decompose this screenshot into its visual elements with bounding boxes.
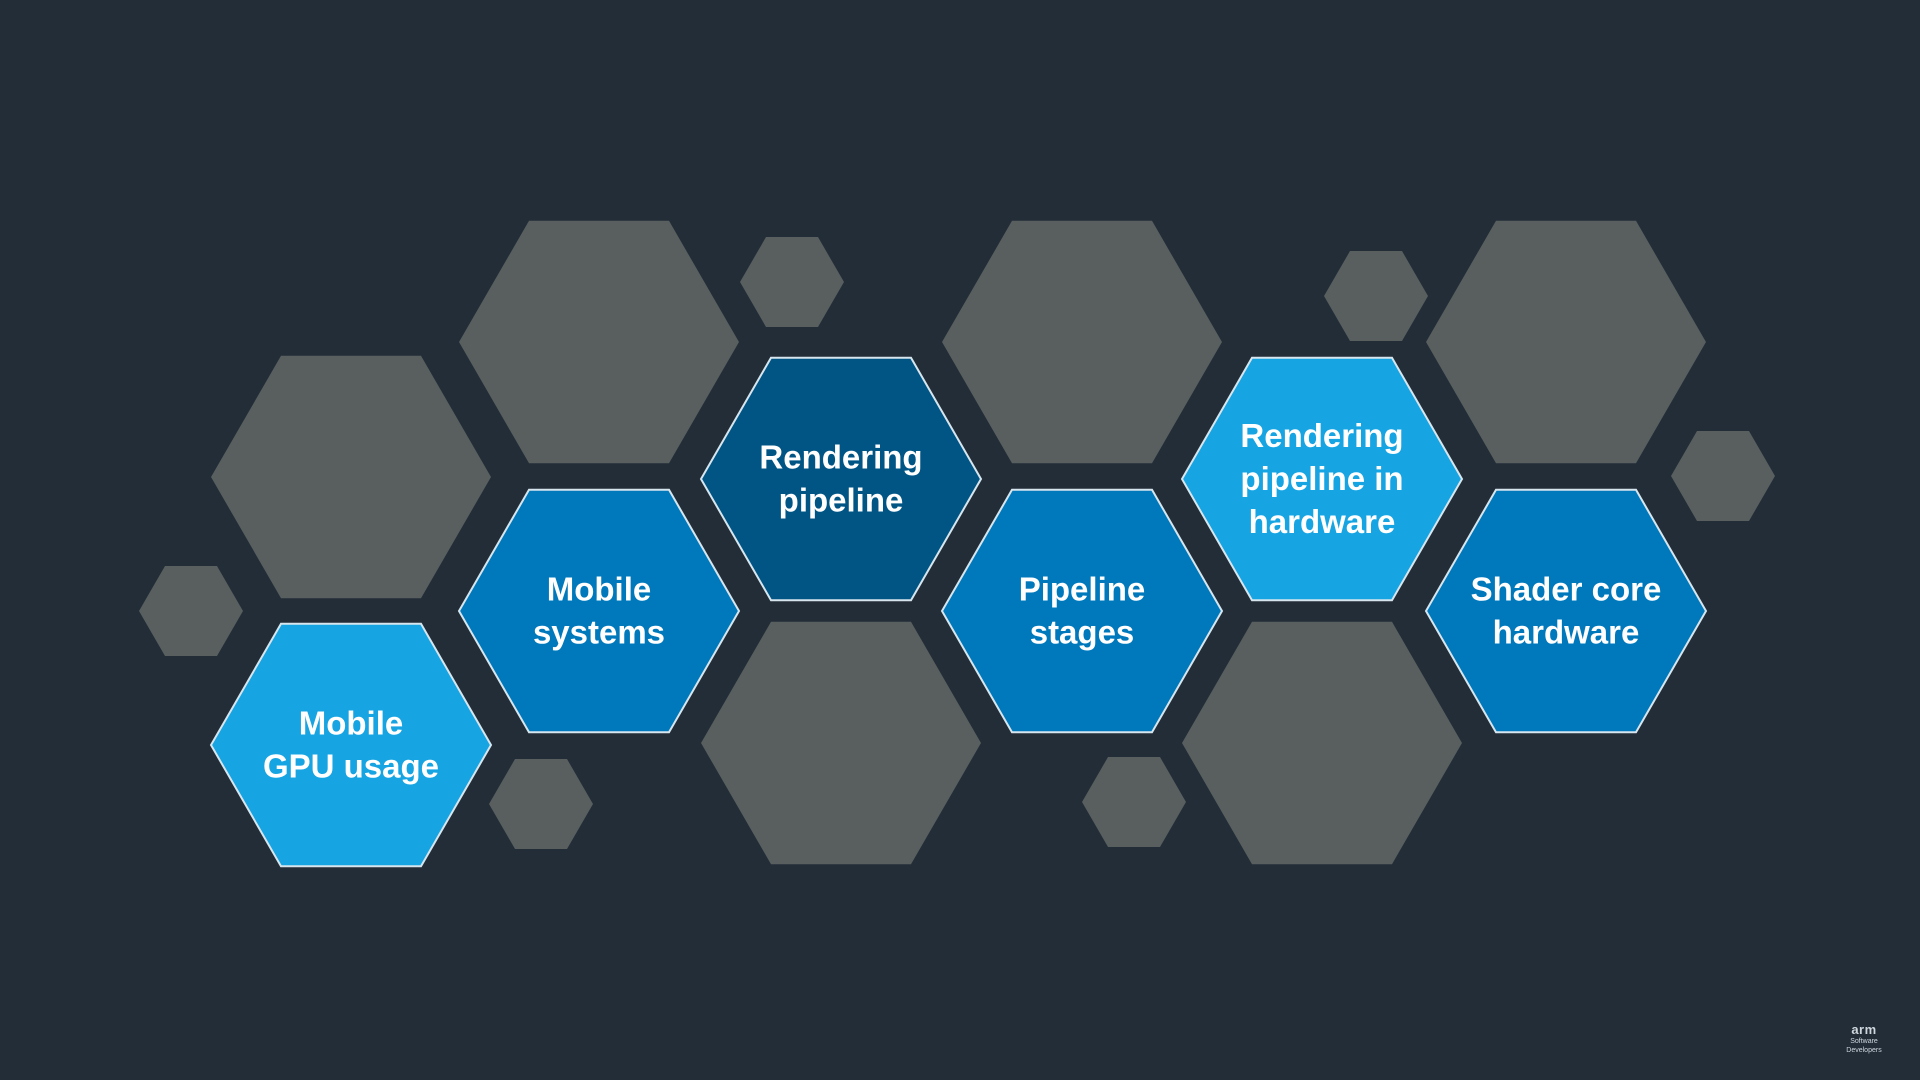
topic-label-line: Rendering <box>759 439 922 476</box>
gray-hexagon-large <box>1182 621 1462 865</box>
topic-label-line: Pipeline <box>1019 571 1146 608</box>
decorative-hexagons <box>139 220 1775 865</box>
topic-label-line: Mobile <box>299 705 404 742</box>
topic-label-line: stages <box>1030 614 1135 651</box>
topic-hexagon <box>1180 356 1464 602</box>
gray-hexagon-large <box>211 355 491 599</box>
topic-label-line: pipeline in <box>1240 460 1403 497</box>
logo-line-1: Software <box>1850 1038 1878 1045</box>
topic-hexagon <box>457 488 741 734</box>
topic-hexagon <box>1424 488 1708 734</box>
gray-hexagon-small <box>139 566 243 656</box>
gray-hexagon-large <box>1426 220 1706 464</box>
topic-hexagon <box>699 356 983 602</box>
topic-label-line: Mobile <box>547 571 652 608</box>
topic-hexagon <box>209 622 493 868</box>
topic-label-line: hardware <box>1493 614 1640 651</box>
topic-rendering-pipeline-in-hardware: Rendering pipeline in hardware <box>1180 356 1464 602</box>
topic-label-line: pipeline <box>779 482 904 519</box>
topic-label-line: systems <box>533 614 665 651</box>
gray-hexagon-small <box>740 237 844 327</box>
gray-hexagon-small <box>1082 757 1186 847</box>
topic-hexagon <box>940 488 1224 734</box>
gray-hexagon-small <box>1671 431 1775 521</box>
logo-line-2: Developers <box>1846 1047 1882 1054</box>
gray-hexagon-large <box>942 220 1222 464</box>
topic-mobile-systems: Mobile systems <box>457 488 741 734</box>
arm-software-developers-logo: arm Software Developers <box>1834 1023 1894 1054</box>
topic-rendering-pipeline: Rendering pipeline <box>699 356 983 602</box>
gray-hexagon-small <box>1324 251 1428 341</box>
logo-brand: arm <box>1851 1022 1877 1037</box>
topic-shader-core-hardware: Shader core hardware <box>1424 488 1708 734</box>
topic-label-line: Shader core <box>1471 571 1662 608</box>
gray-hexagon-large <box>701 621 981 865</box>
gray-hexagon-small <box>489 759 593 849</box>
topic-pipeline-stages: Pipeline stages <box>940 488 1224 734</box>
topic-label-line: GPU usage <box>263 748 439 785</box>
gray-hexagon-large <box>459 220 739 464</box>
topic-label-line: hardware <box>1249 503 1396 540</box>
topic-label-line: Rendering <box>1240 417 1403 454</box>
